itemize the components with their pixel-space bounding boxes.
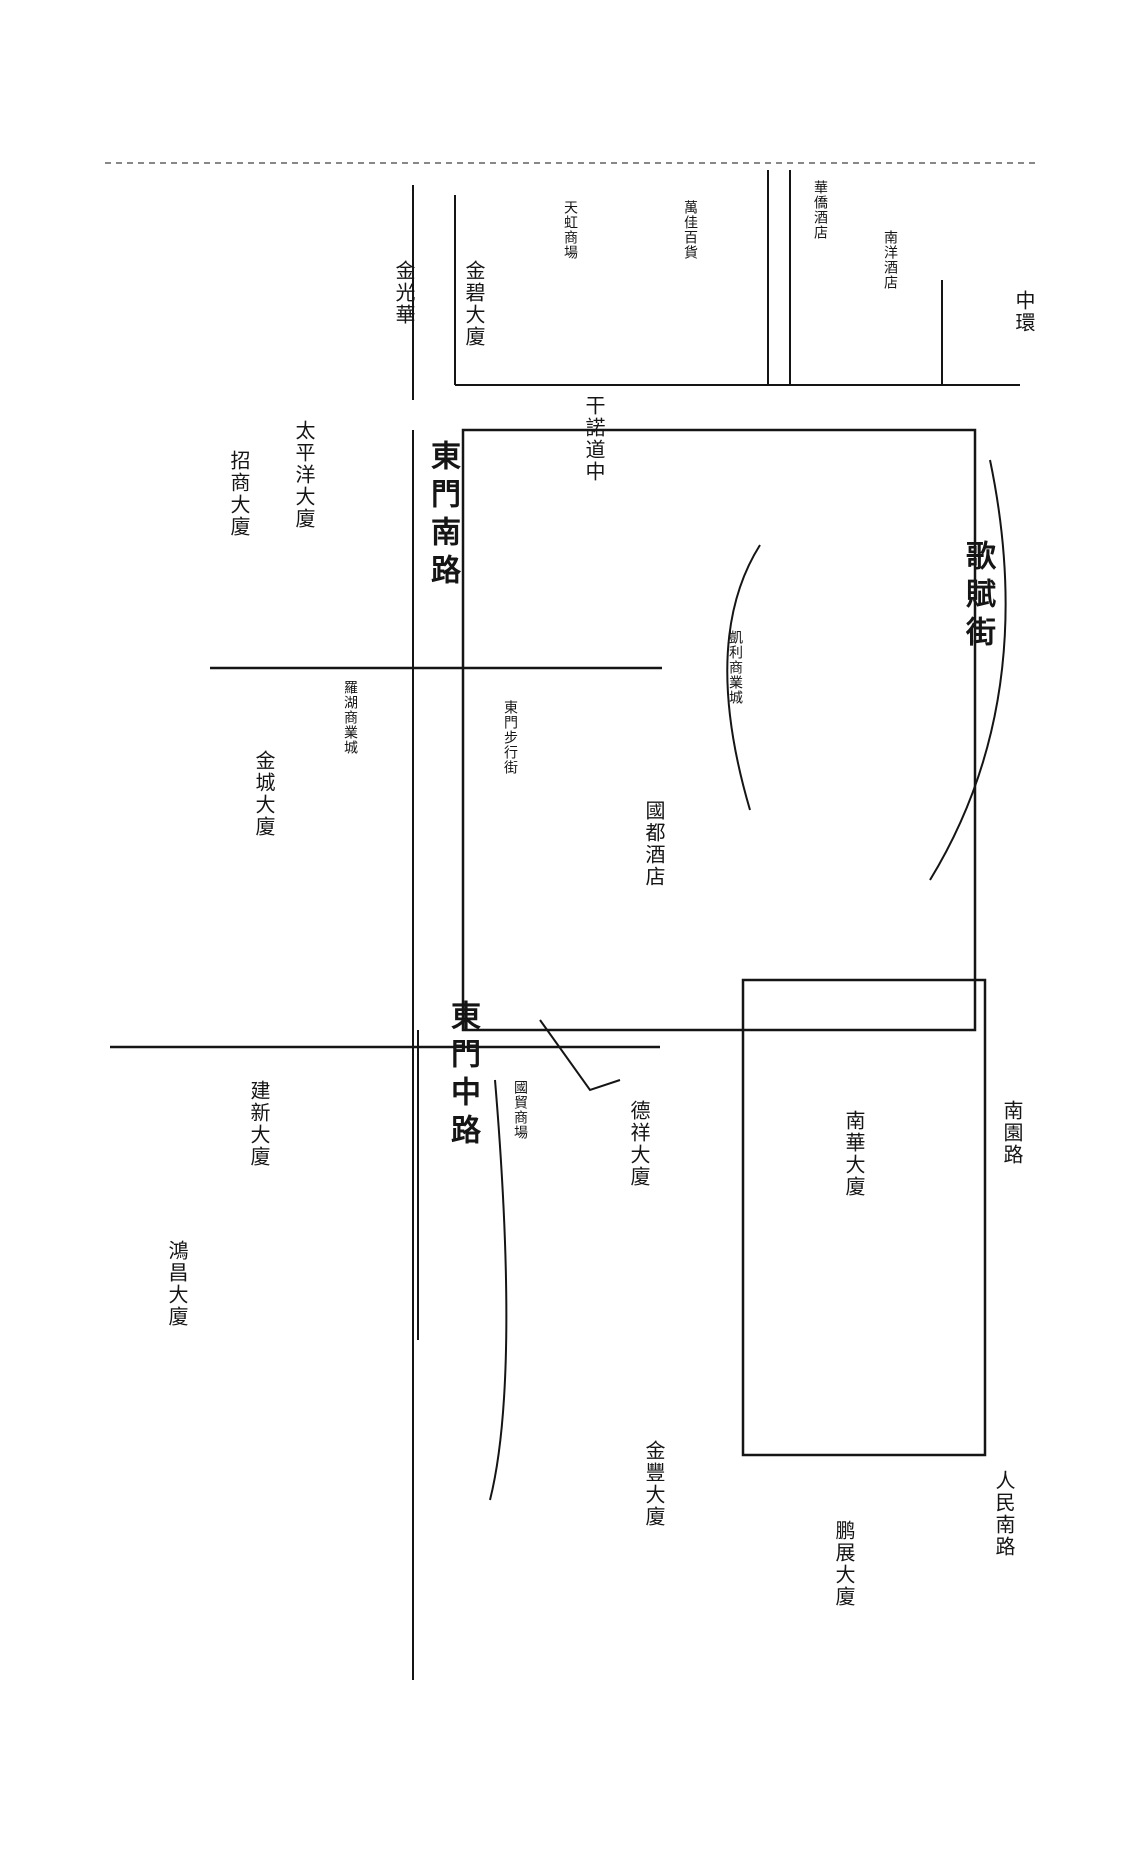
shop-label: 天虹商場: [562, 200, 578, 260]
building-label: 鴻昌大廈: [165, 1240, 189, 1328]
curve-line: [929, 459, 1007, 881]
shop-label: 華僑酒店: [812, 180, 828, 240]
building-label: 金光華: [392, 260, 416, 326]
road-label: 人民南路: [992, 1470, 1016, 1558]
block-outline: [741, 978, 987, 1457]
building-label: 招商大廈: [227, 450, 251, 538]
shop-label: 萬佳百貨: [682, 200, 698, 260]
road-label: 干諾道中: [582, 395, 606, 483]
shop-label: 東門步行街: [502, 700, 518, 775]
block-outline: [461, 428, 977, 1032]
curve-line: [489, 1079, 508, 1501]
building-label: 金豐大廈: [642, 1440, 666, 1528]
road-label: 南園路: [1000, 1100, 1024, 1166]
building-label: 南華大廈: [842, 1110, 866, 1198]
shop-label: 南洋酒店: [882, 230, 898, 290]
shop-label: 羅湖商業城: [342, 680, 358, 755]
road-label: 歌賦街: [960, 540, 995, 654]
building-label: 金碧大廈: [462, 260, 486, 348]
building-label: 國都酒店: [642, 800, 666, 888]
road-label: 東門中路: [445, 1000, 480, 1152]
building-label: 金城大廈: [252, 750, 276, 838]
building-label: 太平洋大廈: [292, 420, 316, 530]
building-label: 鹏展大廈: [832, 1520, 856, 1608]
building-label: 德祥大廈: [627, 1100, 651, 1188]
shop-label: 凱利商業城: [727, 630, 743, 705]
shop-label: 國貿商場: [512, 1080, 528, 1140]
curve-line: [726, 544, 761, 811]
scribble: [539, 1019, 621, 1092]
building-label: 建新大廈: [247, 1080, 271, 1168]
road-label: 中環: [1012, 290, 1036, 334]
road-label: 東門南路: [425, 440, 460, 592]
